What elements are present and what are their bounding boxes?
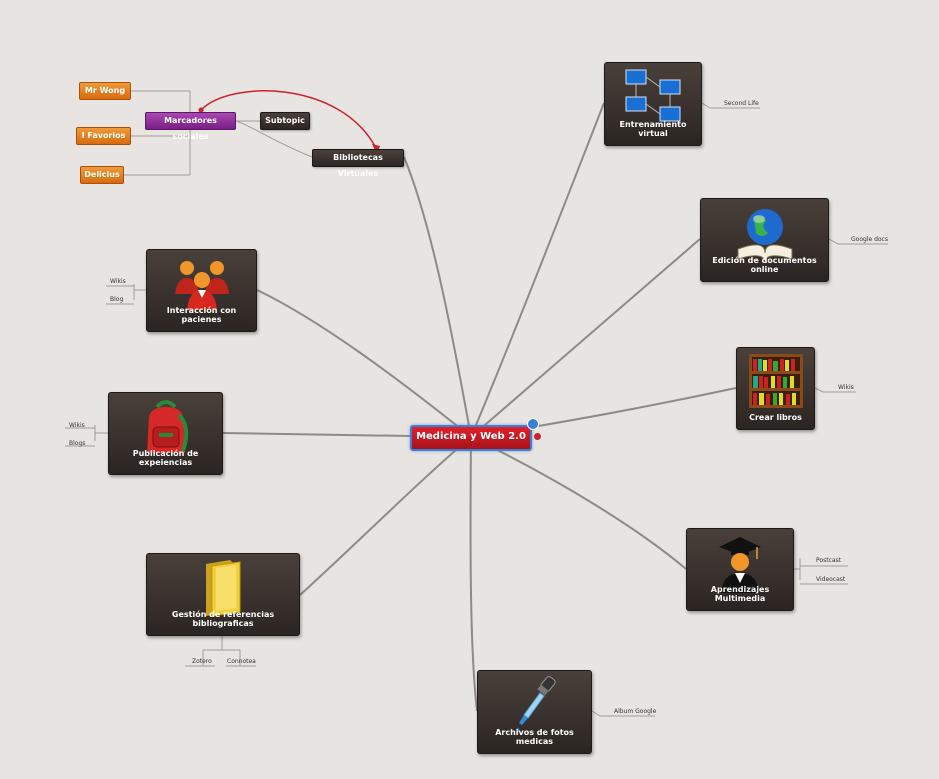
bookshelf-icon <box>748 354 803 408</box>
item-delicius[interactable]: Delicius <box>80 166 124 184</box>
branch-entrenamiento <box>470 102 605 438</box>
topic-label: Crear libros <box>749 413 802 422</box>
item-label: Delicius <box>84 170 120 179</box>
branch-archivos <box>469 436 478 712</box>
relationship-handle-icon[interactable] <box>534 433 541 440</box>
topic-bibliotecas-virtuales[interactable]: Bibliotecas Virtuales <box>312 149 404 178</box>
leaf-second-life[interactable]: Second Life <box>724 100 759 107</box>
item-mr-wong[interactable]: Mr Wong <box>79 82 131 100</box>
topic-aprendizajes-multimedia[interactable]: Aprendizajes Multimedia <box>686 528 794 611</box>
leaf-zotero[interactable]: Zotero <box>192 658 212 665</box>
folder-icon <box>206 560 241 617</box>
item-i-favorios[interactable]: I Favorios <box>76 127 131 145</box>
leaf-videocast[interactable]: Videocast <box>816 576 846 583</box>
leaf-postcast[interactable]: Postcast <box>816 557 842 564</box>
branch-gestion <box>299 436 472 596</box>
item-label: I Favorios <box>81 131 126 140</box>
topic-gestion-referencias[interactable]: Gestión de referencias bibliograficas <box>146 553 300 636</box>
branch-aprendizajes <box>470 436 687 570</box>
topic-edicion-documentos[interactable]: Edición de documentos online <box>700 198 829 282</box>
leaf-blog-interaccion[interactable]: Blog <box>110 296 124 303</box>
subtopic-label: Marcadores sociales <box>164 116 217 141</box>
leaf-google-docs[interactable]: Google docs <box>851 236 888 243</box>
dropper-icon <box>516 676 556 733</box>
topic-label: Archivos de fotos medicas <box>495 728 574 746</box>
topic-publicacion-experiencias[interactable]: Publicación de expeiencias <box>108 392 223 475</box>
subtopic-marcadores-sociales[interactable]: Marcadores sociales <box>145 112 236 141</box>
topic-interaccion-pacientes[interactable]: Interacción con pacienes <box>146 249 257 332</box>
graduate-icon <box>719 537 761 593</box>
topic-label: Aprendizajes Multimedia <box>710 585 770 603</box>
item-label: Mr Wong <box>84 86 126 95</box>
leaf-blogs-publicacion[interactable]: Blogs <box>69 440 86 447</box>
central-topic[interactable]: Medicina y Web 2.0 <box>410 425 532 451</box>
central-topic-label: Medicina y Web 2.0 <box>416 431 526 442</box>
topic-label: Edición de documentos online <box>712 256 817 274</box>
topic-label: Gestión de referencias bibliograficas <box>171 610 275 628</box>
topic-entrenamiento-virtual[interactable]: Entrenamiento virtual <box>604 62 702 146</box>
topic-archivos-fotos[interactable]: Archivos de fotos medicas <box>477 670 592 754</box>
subtopic-label: Subtopic <box>265 116 305 125</box>
topic-label: Entrenamiento virtual <box>619 120 687 138</box>
branch-bibliotecas <box>403 156 472 438</box>
leaf-wikis-interaccion[interactable]: Wikis <box>110 278 126 285</box>
subtopic-node[interactable]: Subtopic <box>260 112 310 130</box>
leaf-connotea[interactable]: Connotea <box>227 658 256 665</box>
relationship-arrow <box>200 90 377 149</box>
people-icon <box>174 261 229 310</box>
topic-label: Bibliotecas Virtuales <box>333 153 383 178</box>
globe-book-icon <box>737 209 792 264</box>
expand-toggle-icon[interactable] <box>527 418 539 430</box>
topic-label: Interacción con pacienes <box>166 306 237 324</box>
branch-edicion <box>470 238 701 438</box>
branch-interaccion <box>256 289 472 438</box>
backpack-icon <box>146 400 188 453</box>
leaf-album-google[interactable]: Album Google <box>614 708 657 715</box>
leaf-wikis-libros[interactable]: Wikis <box>838 384 854 391</box>
topic-crear-libros[interactable]: Crear libros <box>736 347 815 430</box>
computer-network-icon <box>625 69 681 122</box>
leaf-wikis-publicacion[interactable]: Wikis <box>69 422 85 429</box>
topic-label: Publicación de expeiencias <box>132 449 199 467</box>
